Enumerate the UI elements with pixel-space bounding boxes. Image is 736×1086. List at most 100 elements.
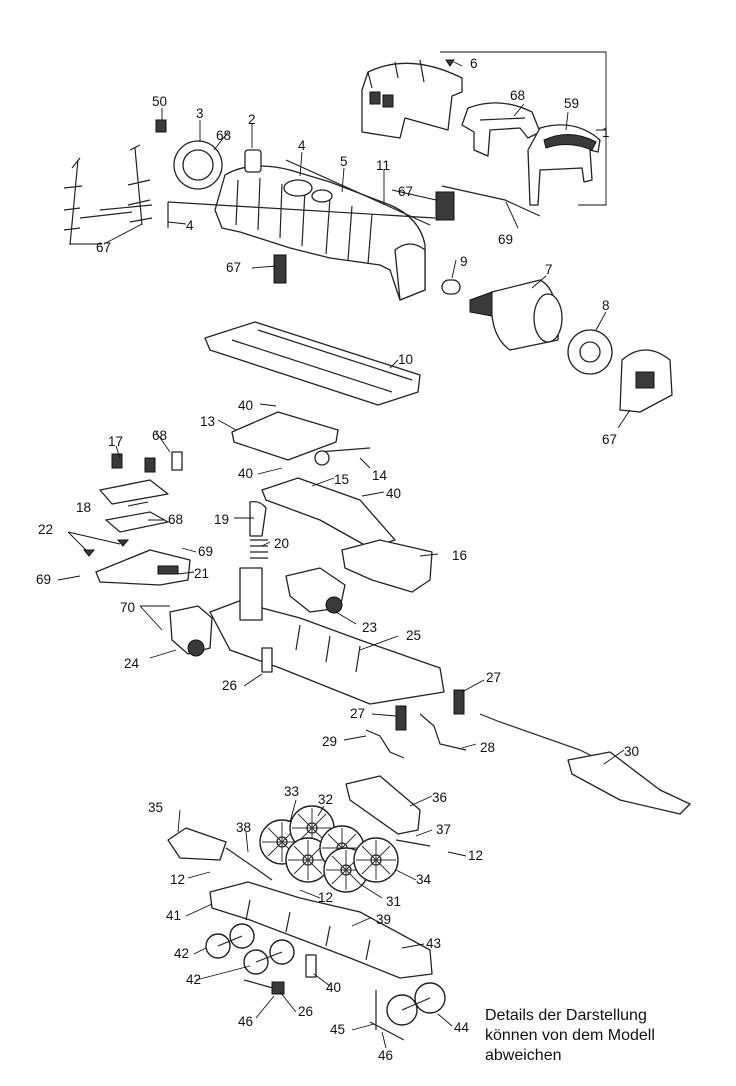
cab-front-part-59 bbox=[527, 124, 601, 206]
label-41: 41 bbox=[166, 908, 181, 923]
part-29 bbox=[365, 729, 405, 759]
handrail-4b bbox=[285, 159, 431, 226]
label-25: 25 bbox=[406, 628, 421, 643]
label-68c: 68 bbox=[152, 428, 167, 443]
label-39: 39 bbox=[376, 912, 391, 927]
weight-plate-10 bbox=[204, 321, 421, 406]
label-67d: 67 bbox=[602, 432, 617, 447]
label-67a: 67 bbox=[96, 240, 111, 255]
pin-45-46 bbox=[369, 990, 405, 1041]
label-24: 24 bbox=[124, 656, 140, 671]
axle-14 bbox=[317, 447, 371, 453]
label-42b: 42 bbox=[186, 972, 201, 987]
label-29: 29 bbox=[322, 734, 337, 749]
valve-gear-36 bbox=[345, 775, 421, 835]
label-19: 19 bbox=[214, 512, 229, 527]
note-line-1: Details der Darstellung bbox=[485, 1007, 647, 1024]
motor-bracket-8 bbox=[567, 329, 613, 375]
trailing-wheels-44 bbox=[386, 982, 446, 1026]
tender-drawbar-30 bbox=[479, 713, 691, 815]
rod-37 bbox=[395, 839, 431, 847]
label-6: 6 bbox=[470, 56, 478, 71]
label-11: 11 bbox=[376, 158, 390, 173]
pilot-truck-21 bbox=[95, 549, 191, 586]
driver-wheel-34 bbox=[353, 837, 399, 883]
frame-41-43 bbox=[209, 881, 433, 979]
label-14: 14 bbox=[372, 468, 388, 483]
label-12c: 12 bbox=[318, 890, 333, 905]
label-42a: 42 bbox=[174, 946, 189, 961]
part-67-upper bbox=[435, 191, 455, 221]
label-12a: 12 bbox=[468, 848, 483, 863]
label-68a: 68 bbox=[216, 128, 231, 143]
gearbox-24 bbox=[169, 605, 213, 657]
boiler-body-assembly bbox=[214, 149, 426, 301]
label-45: 45 bbox=[330, 1022, 345, 1037]
cab-roof-assembly bbox=[361, 59, 463, 139]
driver-wheel-front bbox=[285, 837, 331, 883]
label-5: 5 bbox=[340, 154, 348, 169]
label-4b: 4 bbox=[186, 218, 194, 233]
label-26b: 26 bbox=[298, 1004, 313, 1019]
label-69c: 69 bbox=[36, 572, 51, 587]
label-7: 7 bbox=[545, 262, 553, 277]
label-18: 18 bbox=[76, 500, 91, 515]
label-27a: 27 bbox=[486, 670, 501, 685]
drivers-group bbox=[259, 805, 399, 893]
smokebox-door-3 bbox=[173, 140, 223, 190]
label-26a: 26 bbox=[222, 678, 237, 693]
spring-20 bbox=[250, 539, 268, 559]
cab-roof-part-68 bbox=[461, 102, 541, 157]
label-68d: 68 bbox=[168, 512, 183, 527]
label-37: 37 bbox=[436, 822, 451, 837]
label-68b: 68 bbox=[510, 88, 525, 103]
label-36: 36 bbox=[432, 790, 447, 805]
label-38: 38 bbox=[236, 820, 251, 835]
coupling-9 bbox=[441, 279, 461, 295]
label-13: 13 bbox=[200, 414, 215, 429]
label-17: 17 bbox=[108, 434, 123, 449]
cylinders-16 bbox=[341, 539, 433, 593]
label-69a: 69 bbox=[498, 232, 513, 247]
pin-26 bbox=[261, 647, 273, 673]
pony-wheels-42 bbox=[205, 923, 295, 975]
label-59: 59 bbox=[564, 96, 579, 111]
part-50 bbox=[155, 119, 167, 133]
decoder-17-18 bbox=[99, 451, 183, 505]
label-46a: 46 bbox=[238, 1014, 253, 1029]
label-31: 31 bbox=[386, 894, 401, 909]
label-10: 10 bbox=[398, 352, 413, 367]
label-2: 2 bbox=[248, 112, 256, 127]
label-16: 16 bbox=[452, 548, 467, 563]
label-35: 35 bbox=[148, 800, 163, 815]
label-27b: 27 bbox=[350, 706, 365, 721]
label-30: 30 bbox=[624, 744, 639, 759]
label-69b: 69 bbox=[198, 544, 213, 559]
label-40b: 40 bbox=[238, 466, 253, 481]
label-4: 4 bbox=[298, 138, 306, 153]
label-50: 50 bbox=[152, 94, 167, 109]
label-22: 22 bbox=[38, 522, 53, 537]
label-40c: 40 bbox=[386, 486, 401, 501]
motor-7 bbox=[469, 279, 563, 351]
label-21: 21 bbox=[194, 566, 209, 581]
note-line-2: können von dem Modell bbox=[485, 1027, 655, 1044]
part-26-bottom bbox=[271, 981, 285, 995]
label-46b: 46 bbox=[378, 1048, 393, 1063]
bracket-27b bbox=[395, 705, 407, 731]
label-40d: 40 bbox=[326, 980, 341, 995]
pin-40-bottom bbox=[305, 954, 317, 978]
plate-68 bbox=[104, 511, 170, 533]
note-line-3: abweichen bbox=[485, 1047, 562, 1064]
lamp-brackets-67 bbox=[63, 144, 153, 246]
disclaimer-note: Details der Darstellung können von dem M… bbox=[485, 1006, 725, 1066]
part-28 bbox=[419, 713, 467, 751]
wire-69 bbox=[441, 185, 541, 217]
axle-14-end bbox=[314, 450, 330, 466]
label-67b: 67 bbox=[226, 260, 241, 275]
motor-mount-67 bbox=[619, 349, 673, 413]
label-12b: 12 bbox=[170, 872, 185, 887]
label-20: 20 bbox=[274, 536, 289, 551]
pcb-13 bbox=[231, 411, 339, 461]
